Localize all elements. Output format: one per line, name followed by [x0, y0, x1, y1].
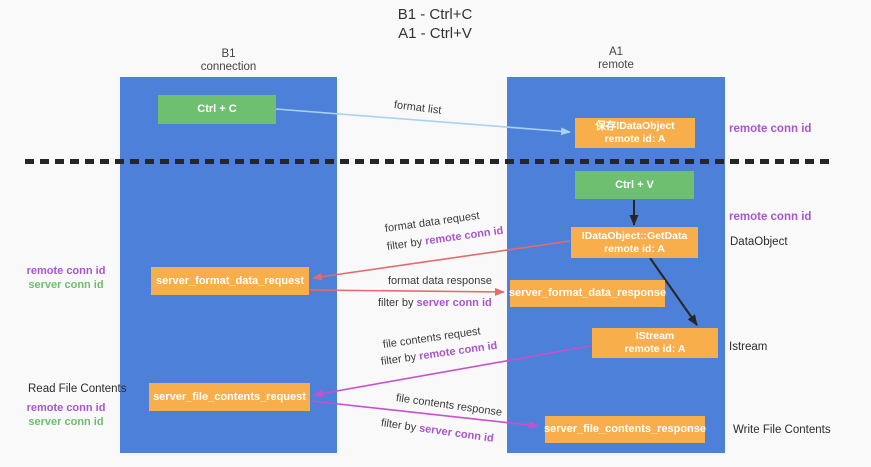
server-file-contents-response-label: server_file_contents_response — [543, 423, 707, 435]
remote-conn-id-inline-1: remote conn id — [424, 224, 505, 248]
istream-side-label: Istream — [729, 341, 768, 353]
server-conn-id-inline-2: server conn id — [418, 422, 495, 445]
server-format-data-request-label: server_format_data_request — [156, 274, 304, 287]
write-file-contents-label: Write File Contents — [733, 424, 831, 436]
server-file-contents-request-box: server_file_contents_request — [149, 383, 310, 411]
lane-b1-role: connection — [200, 61, 257, 73]
server-file-contents-request-label: server_file_contents_request — [153, 390, 306, 403]
save-idataobject-box: 保存IDataObject remote id: A — [575, 118, 695, 148]
getdata-line1: IDataObject::GetData — [581, 229, 688, 242]
diagram-title: B1 - Ctrl+C A1 - Ctrl+V — [335, 5, 535, 43]
dashed-divider — [25, 159, 835, 164]
save-idataobject-line2: remote id: A — [604, 133, 666, 145]
filter-by-text-4: filter by — [380, 417, 417, 434]
server-conn-id-left-1: server conn id — [28, 279, 104, 291]
filter-by-text-3: filter by — [380, 351, 417, 368]
server-format-data-response-label: server_format_data_response — [508, 287, 667, 299]
ctrl-c-box: Ctrl + C — [158, 95, 276, 124]
lane-header-a1: A1 remote — [507, 46, 725, 72]
left-conn-ids-1: remote conn id server conn id — [23, 264, 109, 292]
save-idataobject-line1: 保存IDataObject — [595, 120, 675, 132]
title-line-2: A1 - Ctrl+V — [398, 25, 472, 42]
format-list-annotation: format list — [393, 99, 443, 117]
file-contents-response-filter-annotation: filter by server conn id — [380, 417, 494, 445]
format-data-response-filter-annotation: filter by server conn id — [378, 297, 492, 309]
getdata-line2: remote id: A — [604, 242, 665, 255]
lane-b1-name: B1 — [221, 48, 236, 60]
lane-a1-name: A1 — [608, 46, 624, 58]
left-conn-ids-2: remote conn id server conn id — [23, 401, 109, 429]
filter-by-text-1: filter by — [386, 236, 423, 253]
title-line-1: B1 - Ctrl+C — [397, 6, 473, 23]
ctrl-v-label: Ctrl + V — [615, 178, 654, 191]
ctrl-c-label: Ctrl + C — [197, 103, 237, 115]
filter-by-text-2: filter by — [378, 297, 414, 309]
server-format-data-request-box: server_format_data_request — [151, 267, 309, 295]
server-conn-id-left-2: server conn id — [28, 416, 104, 428]
istream-line1: IStream — [635, 330, 675, 342]
read-file-contents-label: Read File Contents — [28, 383, 127, 395]
server-file-contents-response-box: server_file_contents_response — [543, 416, 707, 443]
file-contents-response-annotation: file contents response — [395, 392, 503, 419]
server-conn-id-inline-1: server conn id — [416, 297, 492, 309]
getdata-box: IDataObject::GetData remote id: A — [571, 227, 698, 258]
lane-header-b1: B1 connection — [120, 48, 337, 74]
istream-box: IStream remote id: A — [592, 328, 718, 358]
server-format-data-response-box: server_format_data_response — [508, 280, 667, 307]
istream-line2: remote id: A — [624, 343, 686, 355]
remote-conn-id-label-mid: remote conn id — [729, 211, 812, 223]
remote-conn-id-left-2: remote conn id — [26, 402, 106, 414]
dataobject-label: DataObject — [730, 236, 788, 248]
remote-conn-id-label-top: remote conn id — [729, 123, 812, 135]
remote-conn-id-left-1: remote conn id — [26, 265, 106, 277]
format-data-response-arrow — [309, 287, 505, 296]
lane-a1-role: remote — [598, 59, 634, 71]
format-data-response-annotation: format data response — [388, 275, 492, 287]
ctrl-v-box: Ctrl + V — [575, 171, 694, 199]
